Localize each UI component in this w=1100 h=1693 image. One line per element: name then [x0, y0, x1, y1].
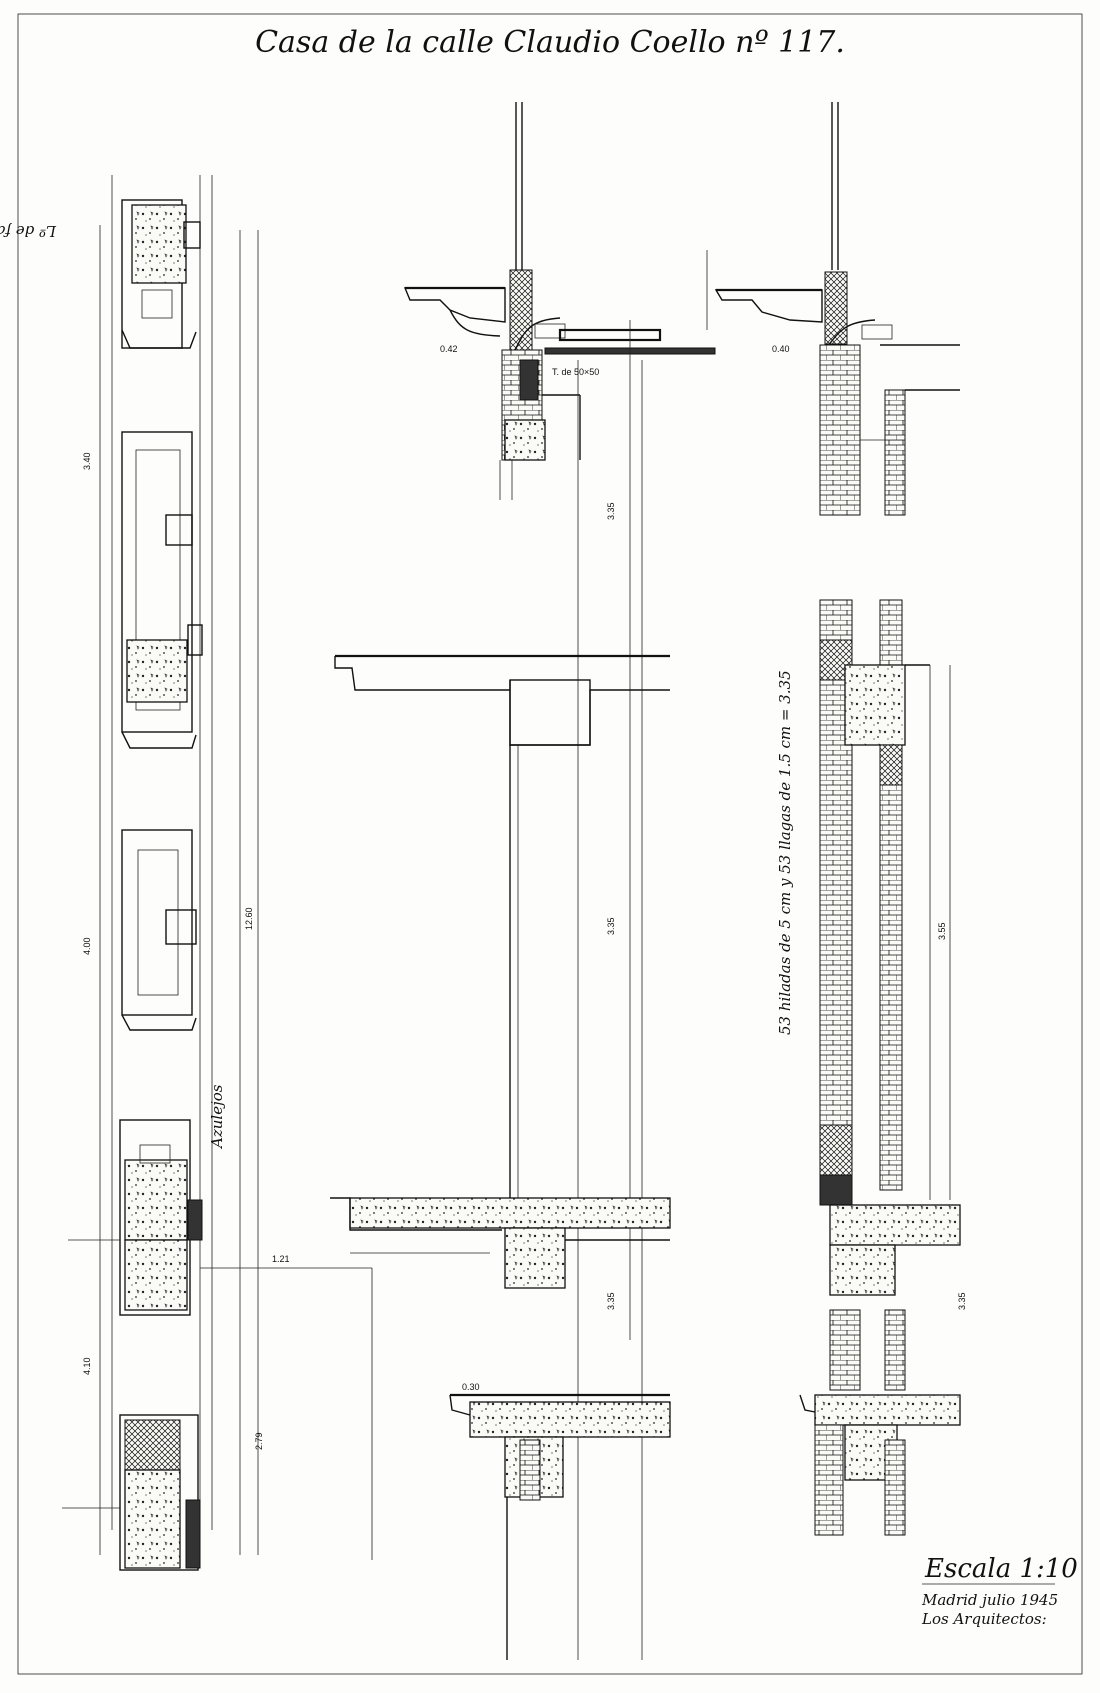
dim-mid-3: 3.35 [606, 1292, 616, 1310]
facade-line-label: Lº de fachada [0, 222, 57, 240]
dim-left-b: 4.00 [82, 937, 92, 955]
title-block: Escala 1:10 Madrid julio 1945 Los Arquit… [921, 1554, 1078, 1628]
hiladas-label: 53 hiladas de 5 cm y 53 llagas de 1.5 cm… [776, 670, 794, 1035]
drawing-title: Casa de la calle Claudio Coello nº 117. [255, 25, 845, 60]
dim-cornice-b: 0.40 [772, 344, 790, 354]
sheet-border [17, 13, 1083, 1675]
dim-cornice-a: 0.42 [440, 344, 458, 354]
dim-mid-1: 3.35 [606, 502, 616, 520]
signature-label: Los Arquitectos: [921, 1610, 1047, 1628]
dim-right-1: 3.55 [937, 922, 947, 940]
dim-slab: 0.30 [462, 1382, 480, 1392]
dim-left-total: 12.60 [244, 907, 254, 930]
center-facade-section [330, 102, 716, 1660]
dim-mid-2: 3.35 [606, 917, 616, 935]
dim-right-2: 3.35 [957, 1292, 967, 1310]
dim-left-c: 4.10 [82, 1357, 92, 1375]
dim-left-a: 3.40 [82, 452, 92, 470]
tabique-label: T. de 50×50 [552, 367, 599, 377]
dim-ledge: 1.21 [272, 1254, 290, 1264]
left-column-sections [62, 175, 259, 1571]
place-date-label: Madrid julio 1945 [921, 1591, 1058, 1609]
azulejos-label: Azulejos [208, 1084, 226, 1150]
right-wall-section [714, 102, 961, 1536]
dim-span: 2.79 [254, 1432, 264, 1450]
scale-label: Escala 1:10 [924, 1554, 1078, 1584]
